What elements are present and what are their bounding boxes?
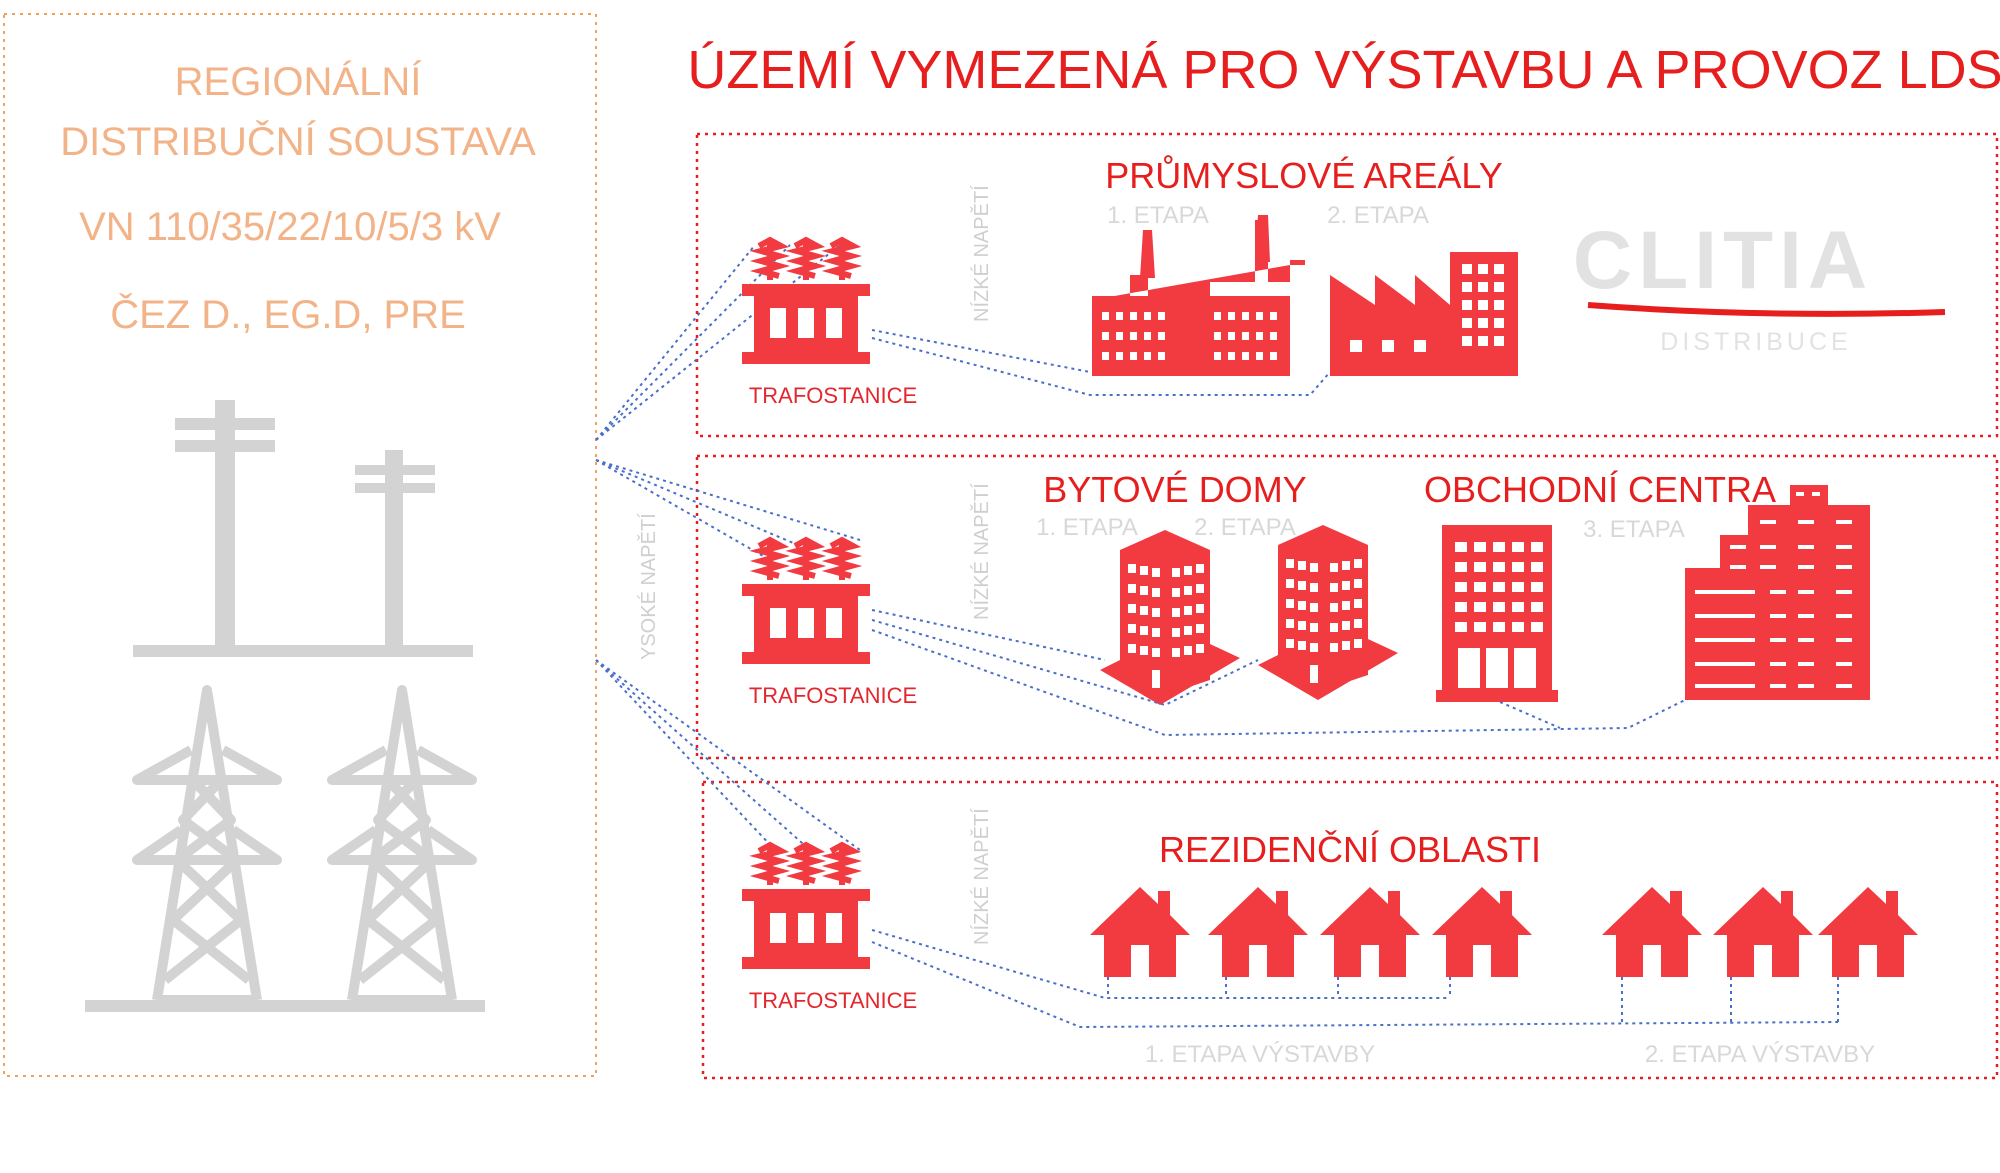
substation-label: TRAFOSTANICE — [749, 683, 917, 708]
stage-label: 1. ETAPA — [1036, 514, 1138, 541]
ground-line — [133, 645, 473, 657]
zone-heading-industrial: PRŮMYSLOVÉ AREÁLY — [1105, 154, 1502, 196]
transformer-station-icon — [742, 240, 870, 364]
stage-label: 1. ETAPA VÝSTAVBY — [1145, 1041, 1375, 1068]
substation-label: TRAFOSTANICE — [749, 988, 917, 1013]
house-icon — [1713, 887, 1813, 977]
page-title: ÚZEMÍ VYMEZENÁ PRO VÝSTAVBU A PROVOZ LDS — [687, 40, 2000, 100]
factory-icon — [1092, 215, 1305, 376]
low-voltage-lines — [871, 329, 1331, 396]
house-icon — [1090, 887, 1190, 977]
office-building-icon — [1436, 525, 1558, 702]
zone-heading-housing: BYTOVÉ DOMY — [1043, 469, 1306, 510]
transformer-station-icon — [742, 845, 870, 969]
low-voltage-label: NÍZKÉ NAPĚTÍ — [970, 185, 993, 322]
factory-icon — [1330, 252, 1518, 376]
house-icon — [1432, 887, 1532, 977]
stage-label: 2. ETAPA VÝSTAVBY — [1645, 1041, 1875, 1068]
high-voltage-lines — [595, 244, 861, 851]
zone-housing-frame — [695, 454, 1999, 760]
stage-label: 2. ETAPA — [1194, 514, 1296, 541]
house-icon — [1208, 887, 1308, 977]
clitia-logo: CLITIA DISTRIBUCE — [1573, 215, 1946, 356]
zone-industrial-frame — [695, 132, 1999, 438]
transmission-tower-icon — [137, 690, 277, 1000]
house-icon — [1602, 887, 1702, 977]
zone-heading-commercial: OBCHODNÍ CENTRA — [1424, 469, 1776, 510]
ground-line — [85, 1000, 485, 1012]
zone-heading-residential: REZIDENČNÍ OBLASTI — [1159, 829, 1541, 870]
high-voltage-label: YSOKÉ NAPĚTÍ — [637, 513, 660, 660]
utility-pole-icon — [355, 450, 435, 645]
transmission-tower-icon — [332, 690, 472, 1000]
zone-residential-frame — [701, 780, 1999, 1080]
apartment-building-icon — [1258, 525, 1398, 700]
shopping-center-icon — [1685, 485, 1870, 700]
regional-voltage: VN 110/35/22/10/5/3 kV — [79, 205, 501, 249]
stage-label: 3. ETAPA — [1583, 516, 1685, 543]
substation-label: TRAFOSTANICE — [749, 383, 917, 408]
logo-sub: DISTRIBUCE — [1660, 328, 1851, 356]
house-icon — [1818, 887, 1918, 977]
regional-frame — [3, 13, 597, 1077]
stage-label: 2. ETAPA — [1327, 202, 1429, 229]
logo-swoosh — [1587, 302, 1946, 317]
transformer-station-icon — [742, 540, 870, 664]
regional-line1: REGIONÁLNÍ — [175, 59, 423, 104]
logo-text: CLITIA — [1573, 215, 1873, 306]
stage-label: 1. ETAPA — [1107, 202, 1209, 229]
low-voltage-label: NÍZKÉ NAPĚTÍ — [970, 483, 993, 620]
low-voltage-lines — [871, 609, 1686, 737]
regional-operators: ČEZ D., EG.D, PRE — [110, 292, 466, 337]
utility-pole-icon — [175, 400, 275, 645]
regional-line2: DISTRIBUČNÍ SOUSTAVA — [60, 119, 536, 164]
house-icon — [1320, 887, 1420, 977]
low-voltage-label: NÍZKÉ NAPĚTÍ — [970, 808, 993, 945]
low-voltage-lines — [871, 929, 1839, 1029]
